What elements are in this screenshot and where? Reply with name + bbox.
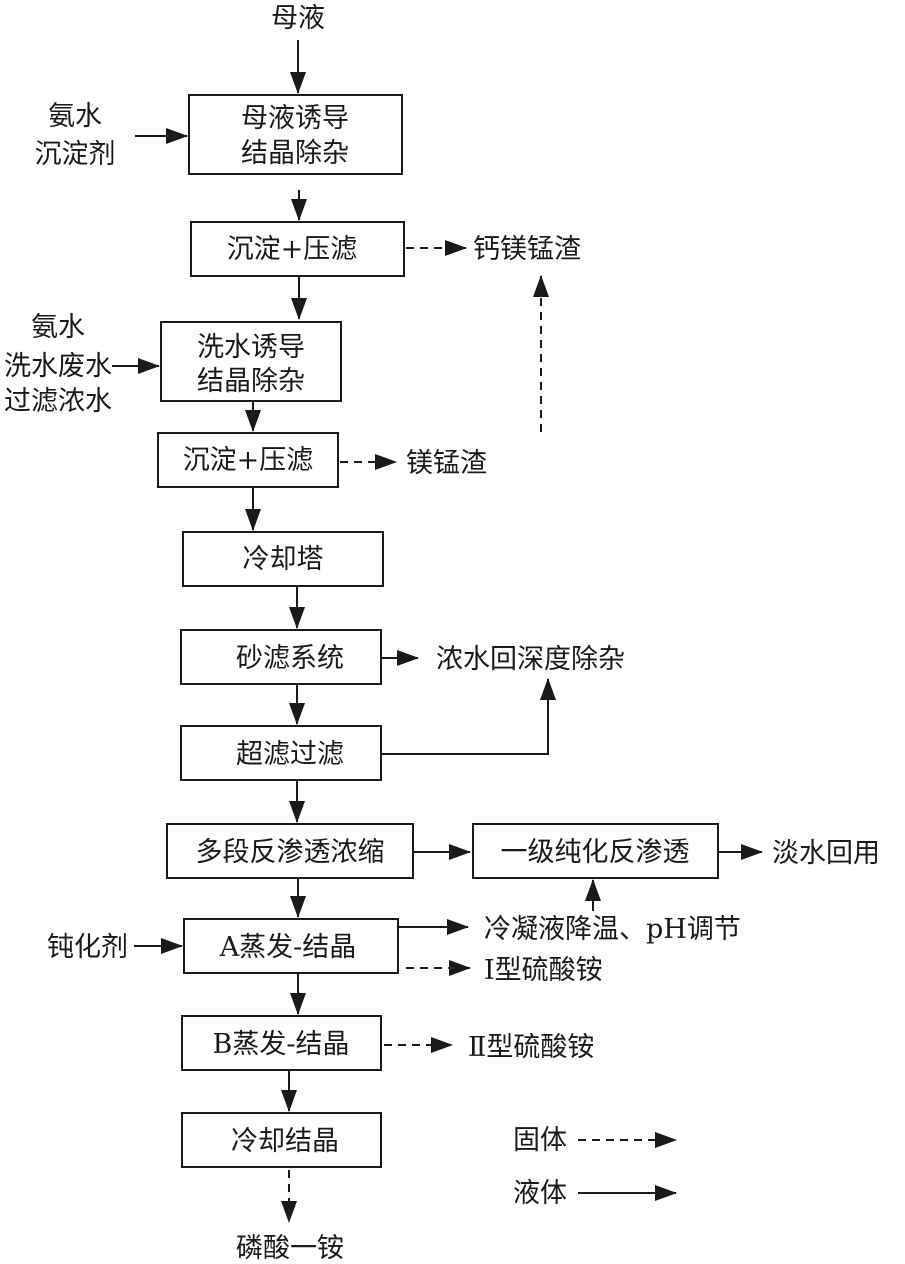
box-cooling-crystallization [181, 1112, 382, 1168]
cooling-crystallization-label: 冷却结晶 [231, 1126, 339, 1157]
legend-liquid-label: 液体 [513, 1178, 567, 1209]
box1-line1: 母液诱导 [241, 103, 349, 134]
side-input-1-line1: 氨水 [48, 101, 102, 132]
output-condensate: 冷凝液降温、pH调节 [484, 914, 741, 945]
output-type2-ammonium-sulfate: Ⅱ型硫酸铵 [468, 1032, 594, 1063]
output-ca-mg-mn-residue: 钙镁锰渣 [473, 234, 581, 265]
primary-ro-label: 一级纯化反渗透 [501, 837, 690, 868]
evaporation-b-label: B蒸发-结晶 [213, 1029, 350, 1060]
output-mg-mn-residue: 镁锰渣 [406, 448, 487, 479]
box-evaporation-b [181, 1015, 382, 1071]
arrow-uf-to-concentrate [382, 678, 556, 755]
cooling-tower-label: 冷却塔 [243, 544, 324, 575]
side-input-2-line2: 洗水废水 [4, 351, 112, 382]
box-multistage-ro [166, 823, 414, 879]
ultrafiltration-label: 超滤过滤 [236, 739, 344, 770]
side-input-1-line2: 沉淀剂 [35, 139, 116, 170]
side-input-3: 钝化剂 [47, 932, 128, 963]
output-type1-ammonium-sulfate: Ⅰ型硫酸铵 [484, 955, 603, 986]
box3-line2: 结晶除杂 [197, 366, 305, 397]
evaporation-a-label: A蒸发-结晶 [219, 932, 357, 963]
box-evaporation-a [183, 918, 399, 974]
side-input-2-line3: 过滤浓水 [4, 386, 112, 417]
output-fresh-water-reuse: 淡水回用 [772, 838, 880, 869]
multistage-ro-label: 多段反渗透浓缩 [196, 837, 385, 868]
box1-line2: 结晶除杂 [241, 138, 349, 169]
box3-line1: 洗水诱导 [197, 332, 305, 363]
legend-solid-label: 固体 [513, 1125, 567, 1156]
legend: 固体 液体 [513, 1125, 677, 1209]
box-precipitation-filter-2 [157, 432, 339, 488]
output-concentrate-return: 浓水回深度除杂 [436, 644, 625, 675]
box-primary-ro [472, 823, 719, 879]
box-cooling-tower [182, 531, 384, 587]
side-input-2-line1: 氨水 [31, 312, 85, 343]
box4-label: 沉淀+压滤 [183, 445, 314, 476]
box2-label: 沉淀+压滤 [227, 234, 358, 265]
output-monoammonium-phosphate: 磷酸一铵 [236, 1233, 344, 1264]
box-wash-water-crystallization [160, 321, 342, 402]
input-label: 母液 [271, 3, 325, 34]
box-ultrafiltration [180, 725, 382, 781]
box-precipitation-filter-1 [190, 221, 405, 277]
box-sand-filter [180, 629, 382, 685]
box-mother-liquor-crystallization [188, 94, 403, 175]
sand-filter-label: 砂滤系统 [236, 643, 344, 674]
